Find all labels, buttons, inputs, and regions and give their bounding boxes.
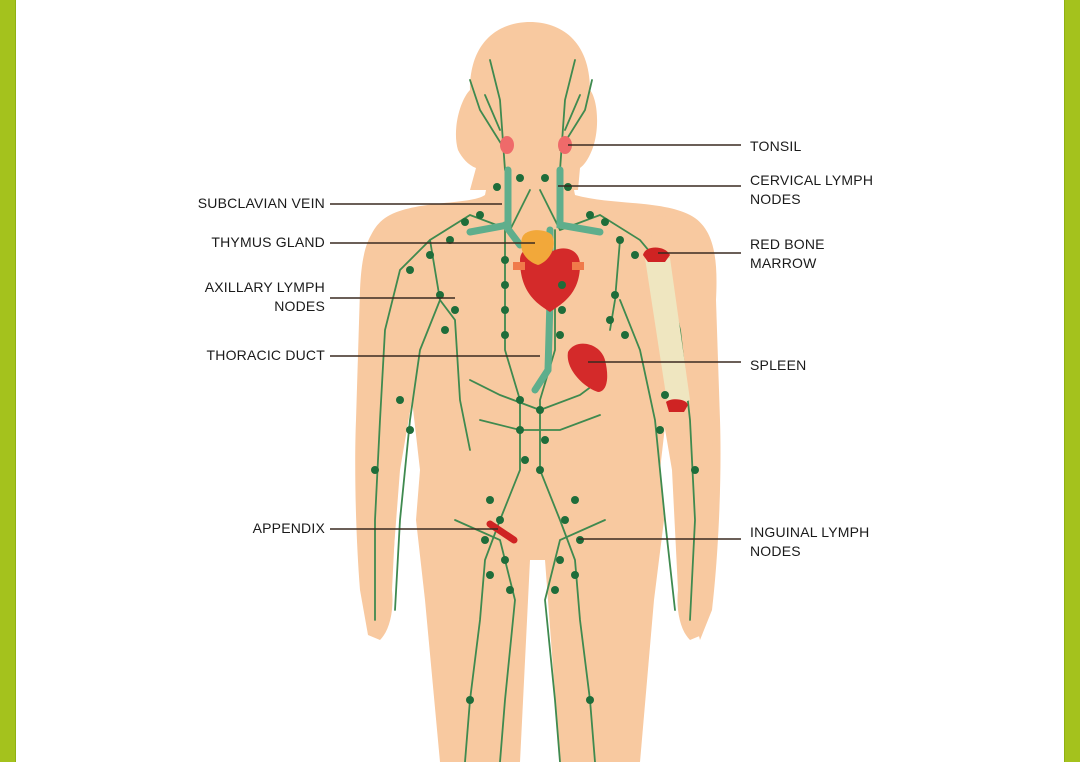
label-tonsil: TONSIL [750, 138, 802, 154]
tonsil-right-shape [558, 136, 572, 154]
label-subclavian-vein: SUBCLAVIAN VEIN [197, 195, 325, 211]
thymus-gland-shape [521, 230, 554, 265]
heart [513, 248, 584, 312]
label-cervical-lymph-nodes: CERVICAL LYMPH NODES [750, 172, 874, 207]
label-appendix: APPENDIX [252, 520, 325, 536]
left-frame-bar [0, 0, 16, 762]
label-spleen: SPLEEN [750, 357, 807, 373]
tonsil-left-shape [500, 136, 514, 154]
right-frame-bar [1064, 0, 1080, 762]
label-red-bone-marrow: RED BONE MARROW [750, 236, 825, 271]
spleen-shape [567, 343, 608, 392]
lymph-nodes [371, 174, 699, 704]
lymphatic-diagram [16, 0, 1064, 762]
label-thymus-gland: THYMUS GLAND [211, 234, 325, 250]
body-illustration [330, 22, 741, 762]
label-axillary-lymph-nodes: AXILLARY LYMPH NODES [204, 279, 325, 314]
leader-lines [330, 144, 741, 540]
appendix-shape [486, 520, 518, 544]
label-thoracic-duct: THORACIC DUCT [206, 347, 325, 363]
humerus-bone [643, 247, 690, 412]
label-inguinal-lymph-nodes: INGUINAL LYMPH NODES [750, 524, 870, 559]
